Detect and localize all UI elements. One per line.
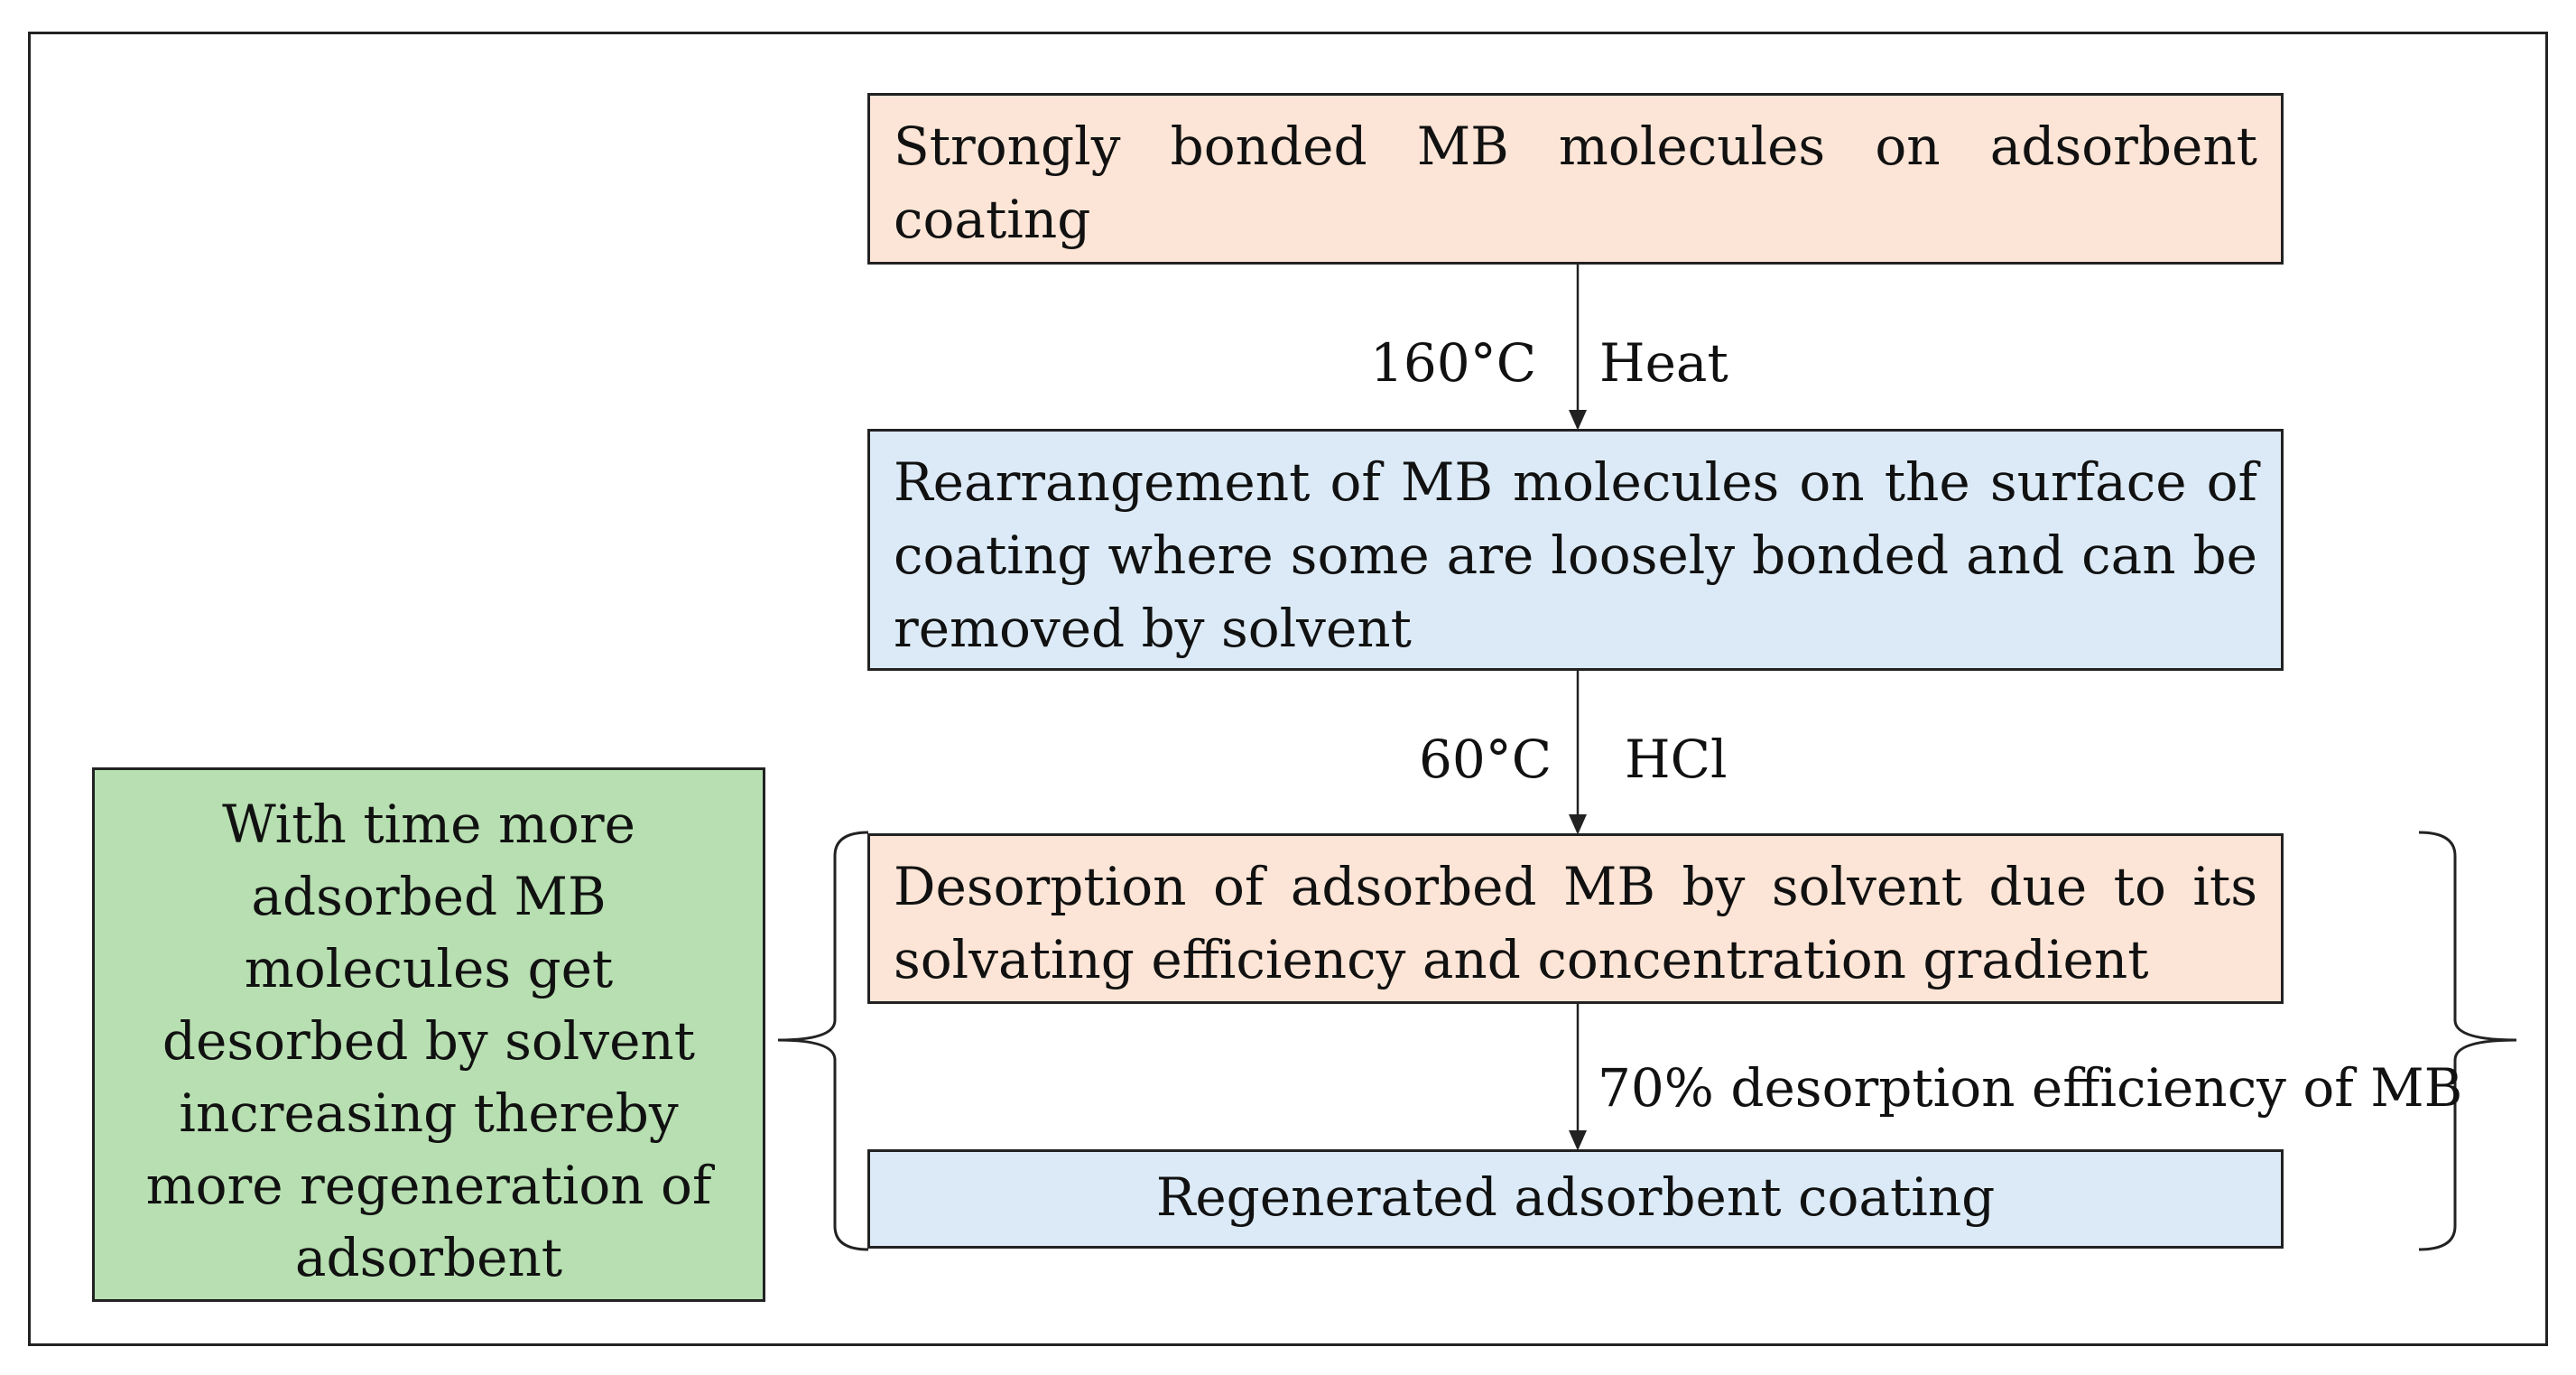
arrow-label-temperature-2: 60°C	[1419, 729, 1552, 790]
left-curly-brace	[777, 831, 869, 1251]
step-box-text: Desorption of adsorbed MB by solvent due…	[894, 856, 2257, 990]
right-curly-brace	[2418, 831, 2517, 1251]
step-box-regenerated: Regenerated adsorbent coating	[867, 1149, 2284, 1249]
step-box-rearrangement: Rearrangement of MB molecules on the sur…	[867, 429, 2284, 671]
step-box-text: Strongly bonded MB molecules on adsorben…	[894, 116, 2257, 250]
step-box-text: Regenerated adsorbent coating	[1155, 1166, 1996, 1228]
step-box-text: Rearrangement of MB molecules on the sur…	[894, 451, 2257, 659]
arrow-label-desorption-efficiency: 70% desorption efficiency of MB	[1598, 1057, 2463, 1119]
arrow-label-hcl: HCl	[1625, 729, 1728, 790]
step-box-bonded-molecules: Strongly bonded MB molecules on adsorben…	[867, 93, 2284, 265]
arrow-label-heat: Heat	[1599, 332, 1728, 394]
side-note-text: With time more adsorbed MB molecules get…	[145, 794, 712, 1288]
side-note-box: With time more adsorbed MB molecules get…	[92, 767, 765, 1302]
arrow-label-temperature-1: 160°C	[1370, 332, 1537, 394]
step-box-desorption: Desorption of adsorbed MB by solvent due…	[867, 833, 2284, 1004]
diagram-frame	[28, 32, 2548, 1346]
